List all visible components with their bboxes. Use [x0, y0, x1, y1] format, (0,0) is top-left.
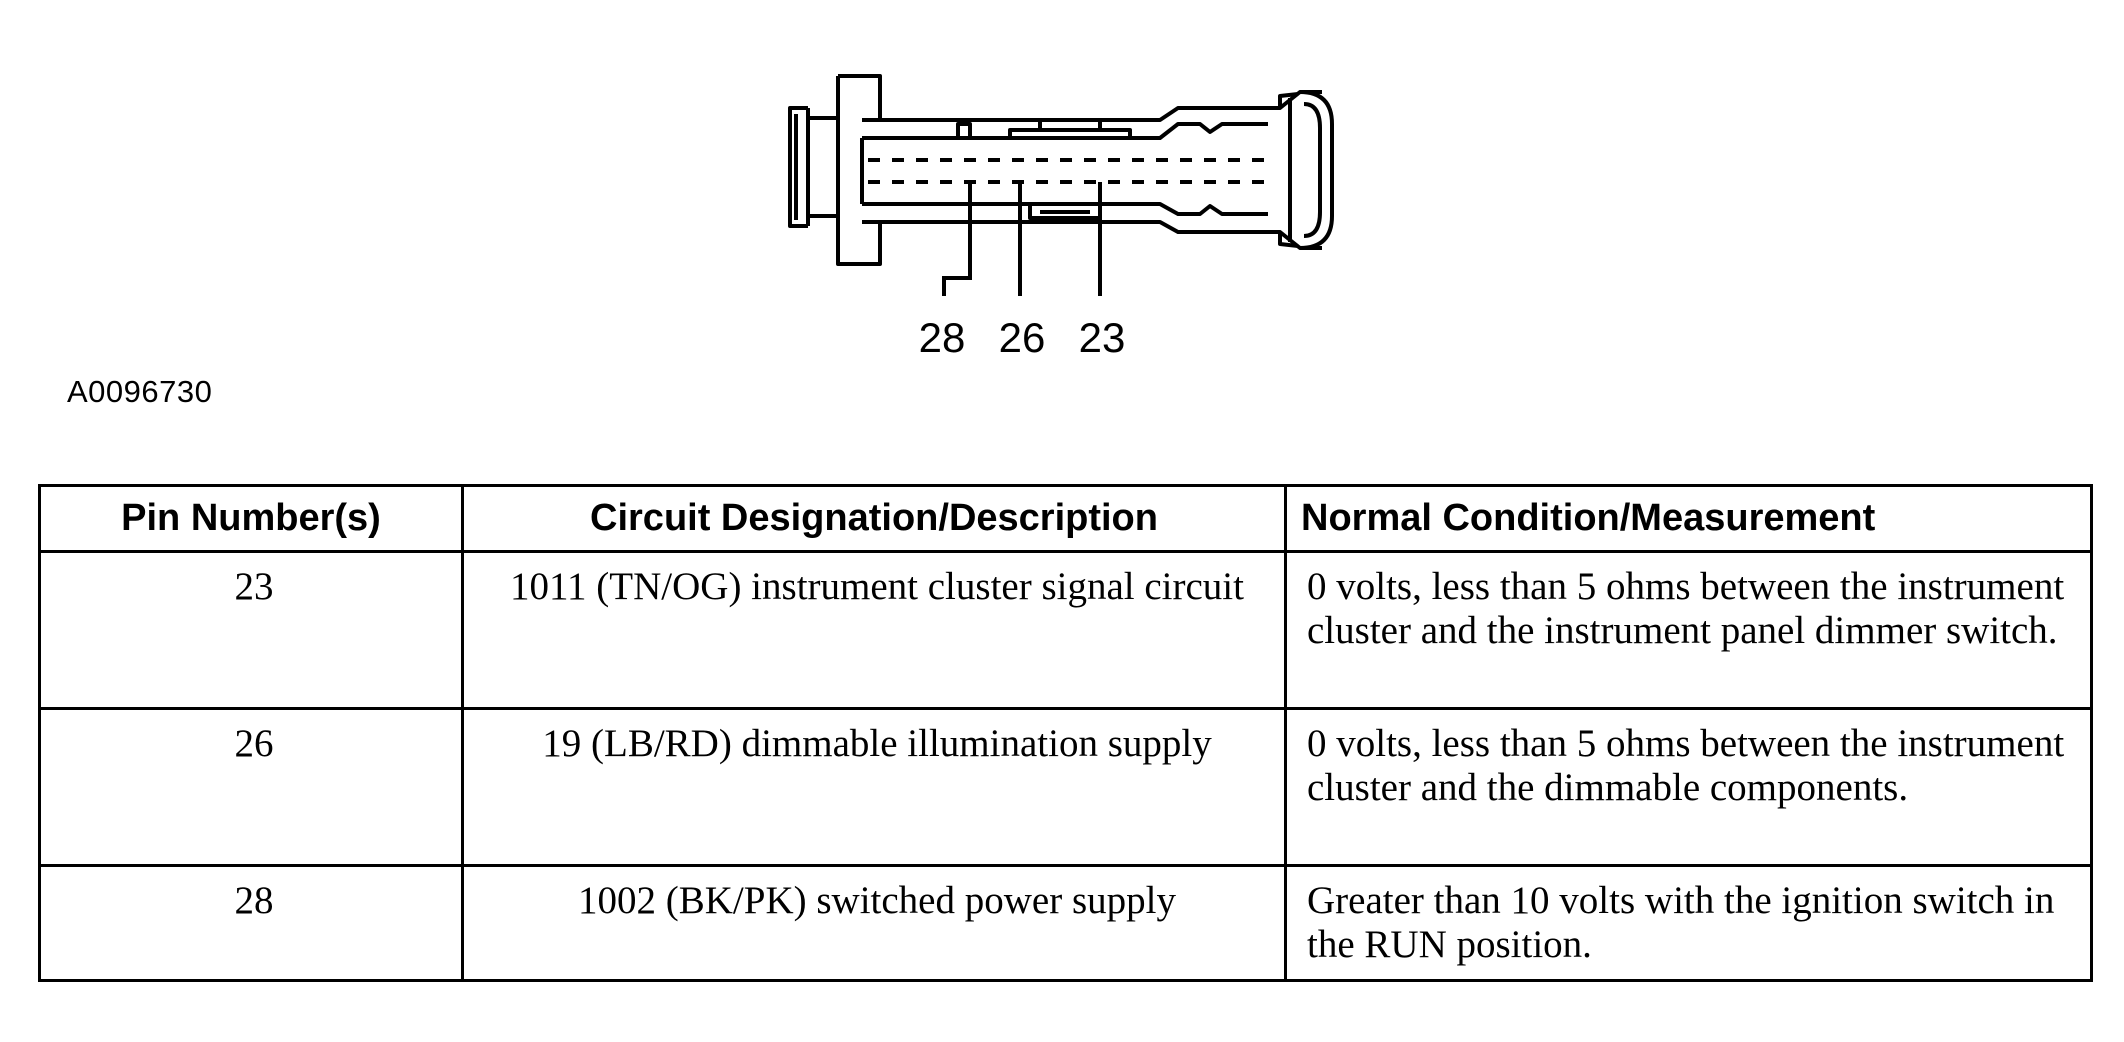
callout-leaders — [942, 182, 1102, 296]
header-circuit-description: Circuit Designation/Description — [461, 484, 1287, 553]
callout-label-28: 28 — [919, 314, 966, 361]
table-row: 26 19 (LB/RD) dimmable illumination supp… — [38, 707, 2093, 867]
pin-cell: 23 — [38, 550, 464, 710]
figure-id: A0096730 — [67, 374, 213, 409]
condition-cell: 0 volts, less than 5 ohms between the in… — [1284, 550, 2093, 710]
description-cell: 1002 (BK/PK) switched power supply — [461, 864, 1287, 982]
header-pin-number: Pin Number(s) — [38, 484, 464, 553]
table-row: 23 1011 (TN/OG) instrument cluster signa… — [38, 550, 2093, 710]
description-cell: 19 (LB/RD) dimmable illumination supply — [461, 707, 1287, 867]
pin-cell: 28 — [38, 864, 464, 982]
leader-28 — [942, 182, 972, 296]
description-cell: 1011 (TN/OG) instrument cluster signal c… — [461, 550, 1287, 710]
pin-table: Pin Number(s) Circuit Designation/Descri… — [38, 484, 2093, 982]
callout-label-26: 26 — [999, 314, 1046, 361]
condition-cell: 0 volts, less than 5 ohms between the in… — [1284, 707, 2093, 867]
connector-body — [788, 74, 1334, 266]
connector-diagram: 28 26 23 — [788, 74, 1334, 361]
table-row: 28 1002 (BK/PK) switched power supply Gr… — [38, 864, 2093, 982]
callout-label-23: 23 — [1079, 314, 1126, 361]
condition-cell: Greater than 10 volts with the ignition … — [1284, 864, 2093, 982]
pin-cell: 26 — [38, 707, 464, 867]
pin-rows — [868, 158, 1264, 184]
header-normal-condition: Normal Condition/Measurement — [1284, 484, 2093, 553]
table-header-row: Pin Number(s) Circuit Designation/Descri… — [38, 484, 2093, 553]
